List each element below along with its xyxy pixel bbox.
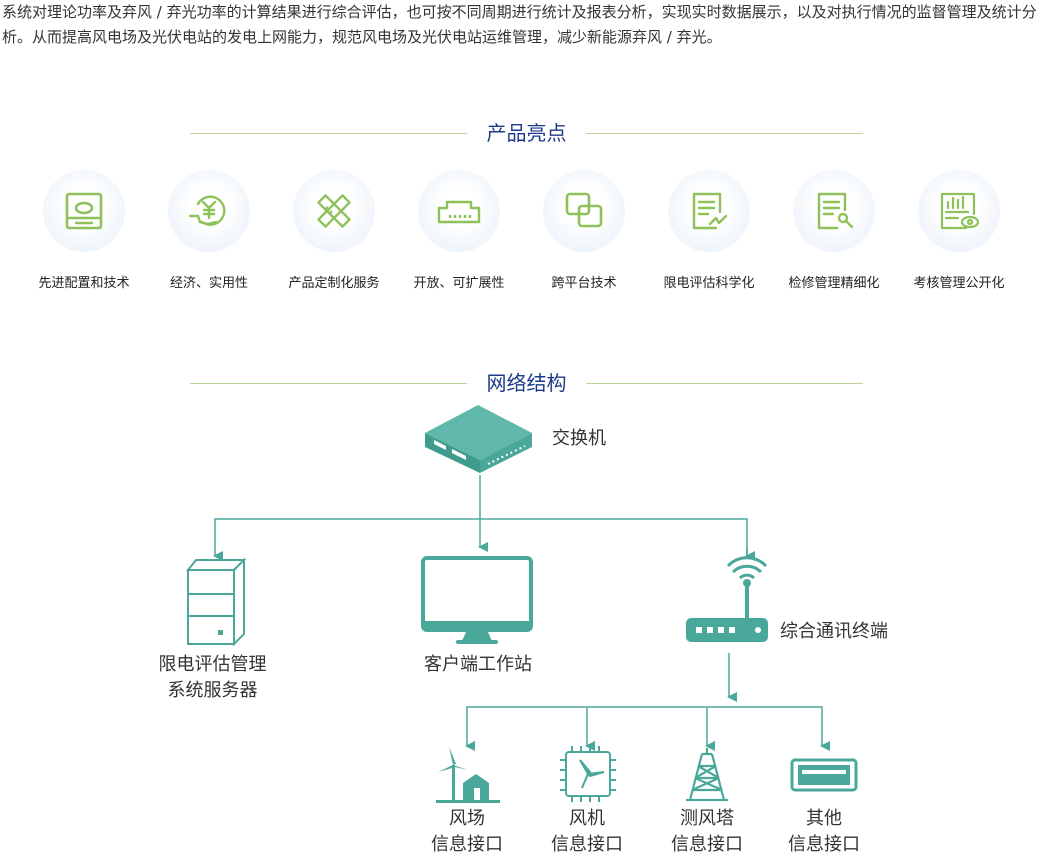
interface-label-line2: 信息接口 <box>551 834 623 855</box>
highlights-list: 先进配置和技术 经济、实用性 产品定制化服务 <box>22 170 1042 300</box>
feature-icon-circle <box>293 170 375 252</box>
pencil-ruler-icon <box>317 194 351 228</box>
network-header: 网络结构 <box>190 368 863 398</box>
feature-item: 检修管理精细化 <box>772 170 896 291</box>
network-port-icon <box>437 200 481 224</box>
interface-label: 其他 信息接口 <box>774 806 874 858</box>
feature-item: 开放、可扩展性 <box>397 170 521 291</box>
router-icon <box>686 556 768 642</box>
fan-chip-icon <box>560 746 616 802</box>
feature-label: 限电评估科学化 <box>663 276 755 291</box>
feature-item: 限电评估科学化 <box>647 170 771 291</box>
feature-item: 考核管理公开化 <box>897 170 1021 291</box>
intro-text: 系统对理论功率及弃风 / 弃光功率的计算结果进行综合评估，也可按不同周期进行统计… <box>2 3 1037 46</box>
feature-label: 考核管理公开化 <box>913 276 1005 291</box>
workstation-label: 客户端工作站 <box>424 654 532 675</box>
network-title: 网络结构 <box>486 371 567 395</box>
feature-icon-circle <box>418 170 500 252</box>
feature-item: 跨平台技术 <box>522 170 646 291</box>
interface-label-line2: 信息接口 <box>431 834 503 855</box>
feature-icon-circle <box>918 170 1000 252</box>
feature-label: 经济、实用性 <box>169 276 248 291</box>
interface-label-line1: 风场 <box>449 808 485 829</box>
port-icon <box>790 758 858 792</box>
feature-item: 经济、实用性 <box>147 170 271 291</box>
terminal-connectors <box>465 653 830 751</box>
terminal-label: 综合通讯终端 <box>780 621 888 642</box>
feature-label: 开放、可扩展性 <box>413 276 505 291</box>
interface-label-line1: 其他 <box>806 808 842 829</box>
divider-left <box>190 133 467 134</box>
interface-label-line2: 信息接口 <box>671 834 743 855</box>
feature-icon-circle <box>543 170 625 252</box>
interface-label: 风场 信息接口 <box>417 806 517 858</box>
server-icon <box>185 557 247 647</box>
feature-item: 先进配置和技术 <box>22 170 146 291</box>
feature-label: 产品定制化服务 <box>288 276 380 291</box>
highlights-title: 产品亮点 <box>486 121 567 145</box>
server-label: 限电评估管理 系统服务器 <box>130 652 295 704</box>
feature-icon-circle <box>168 170 250 252</box>
feature-icon-circle <box>793 170 875 252</box>
interface-label-line1: 风机 <box>569 808 605 829</box>
hard-drive-icon <box>65 192 103 230</box>
monitor-icon <box>421 556 533 644</box>
divider-right <box>586 133 863 134</box>
feature-label: 先进配置和技术 <box>38 276 130 291</box>
server-label-line1: 限电评估管理 <box>158 654 267 675</box>
feature-label: 检修管理精细化 <box>788 276 880 291</box>
interface-label: 测风塔 信息接口 <box>657 806 757 858</box>
tower-icon <box>686 748 728 802</box>
switch-connectors <box>213 475 755 561</box>
interface-label: 风机 信息接口 <box>537 806 637 858</box>
highlights-header: 产品亮点 <box>190 118 863 148</box>
yuan-hand-icon <box>188 195 226 226</box>
overlapping-squares-icon <box>565 192 603 228</box>
feature-icon-circle <box>43 170 125 252</box>
switch-icon <box>425 405 532 473</box>
server-label-line2: 系统服务器 <box>167 680 258 701</box>
document-sign-icon <box>692 192 728 230</box>
wind-farm-icon <box>436 747 500 803</box>
divider-left <box>190 383 467 384</box>
feature-label: 跨平台技术 <box>551 276 617 291</box>
feature-icon-circle <box>668 170 750 252</box>
switch-label: 交换机 <box>552 428 606 449</box>
interface-label-line2: 信息接口 <box>788 834 860 855</box>
feature-item: 产品定制化服务 <box>272 170 396 291</box>
document-wrench-icon <box>817 192 854 230</box>
divider-right <box>586 383 863 384</box>
report-eye-icon <box>940 192 980 230</box>
interface-label-line1: 测风塔 <box>680 808 734 829</box>
